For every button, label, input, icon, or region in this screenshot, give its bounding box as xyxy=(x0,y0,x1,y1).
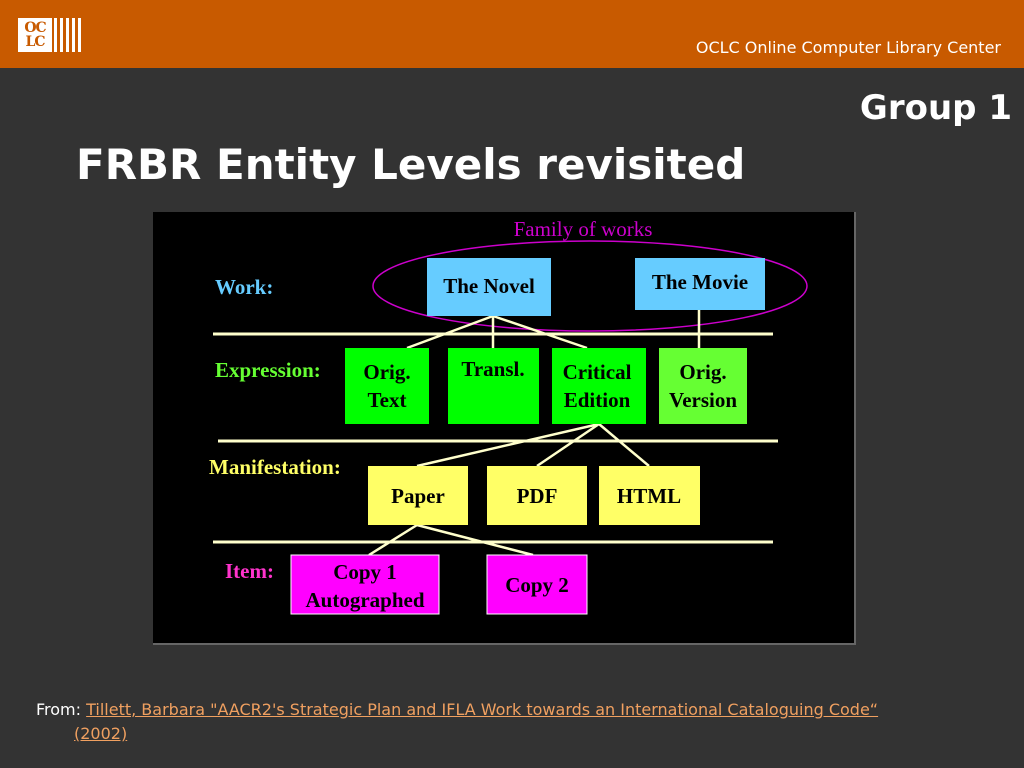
manifestation-box-html-label: HTML xyxy=(617,484,681,508)
work-box-novel-label: The Novel xyxy=(443,274,535,298)
logo-text-bottom: LC xyxy=(25,34,46,50)
expression-box-critical-line2: Edition xyxy=(564,388,631,412)
expression-box-transl-label: Transl. xyxy=(461,357,524,381)
expression-box-orig-text-line1: Orig. xyxy=(363,360,410,384)
level-label-work: Work: xyxy=(215,275,273,299)
expression-box-orig-version-line1: Orig. xyxy=(679,360,726,384)
group-label: Group 1 xyxy=(859,88,1012,128)
item-box-copy1 xyxy=(290,554,440,615)
level-label-manifestation: Manifestation: xyxy=(209,455,341,479)
item-box-copy2 xyxy=(486,554,588,615)
expression-box-orig-version xyxy=(659,348,747,424)
level-label-item: Item: xyxy=(225,559,274,583)
expression-box-critical-edition xyxy=(552,348,646,424)
work-box-movie xyxy=(635,258,765,310)
manifestation-box-pdf xyxy=(487,466,587,525)
citation-link-year[interactable]: (2002) xyxy=(74,724,128,743)
header-bar: OC LC OCLC Online Computer Library Cente… xyxy=(0,0,1024,68)
frbr-diagram: Family of works Work: Expression: Manife… xyxy=(153,212,856,645)
work-box-novel xyxy=(427,258,551,316)
expression-box-orig-text xyxy=(345,348,429,424)
item-box-copy1-line2: Autographed xyxy=(305,588,424,612)
item-box-copy2-label: Copy 2 xyxy=(505,573,569,597)
org-name: OCLC Online Computer Library Center xyxy=(695,38,1001,57)
logo-bars xyxy=(54,18,88,52)
family-of-works-label: Family of works xyxy=(514,217,653,241)
citation-prefix: From: xyxy=(36,700,87,719)
manifestation-box-html xyxy=(599,466,700,525)
expression-box-orig-version-line2: Version xyxy=(669,388,737,412)
citation-link[interactable]: Tillett, Barbara "AACR2's Strategic Plan… xyxy=(86,700,879,719)
level-label-expression: Expression: xyxy=(215,358,321,382)
expression-box-critical-line1: Critical xyxy=(563,360,632,384)
oclc-logo: OC LC xyxy=(18,18,88,54)
logo-text-top: OC xyxy=(24,20,46,36)
family-of-works-oval xyxy=(372,240,808,332)
connector-lines xyxy=(368,310,701,557)
expression-box-transl xyxy=(448,348,539,424)
expression-box-orig-text-line2: Text xyxy=(368,388,407,412)
manifestation-box-pdf-label: PDF xyxy=(517,484,558,508)
work-box-movie-label: The Movie xyxy=(652,270,748,294)
manifestation-box-paper-label: Paper xyxy=(391,484,445,508)
frbr-diagram-svg: Family of works Work: Expression: Manife… xyxy=(209,217,808,615)
citation-footer: From: Tillett, Barbara "AACR2's Strategi… xyxy=(36,698,976,746)
manifestation-box-paper xyxy=(368,466,468,525)
item-box-copy1-line1: Copy 1 xyxy=(333,560,397,584)
slide-title: FRBR Entity Levels revisited xyxy=(76,140,746,189)
